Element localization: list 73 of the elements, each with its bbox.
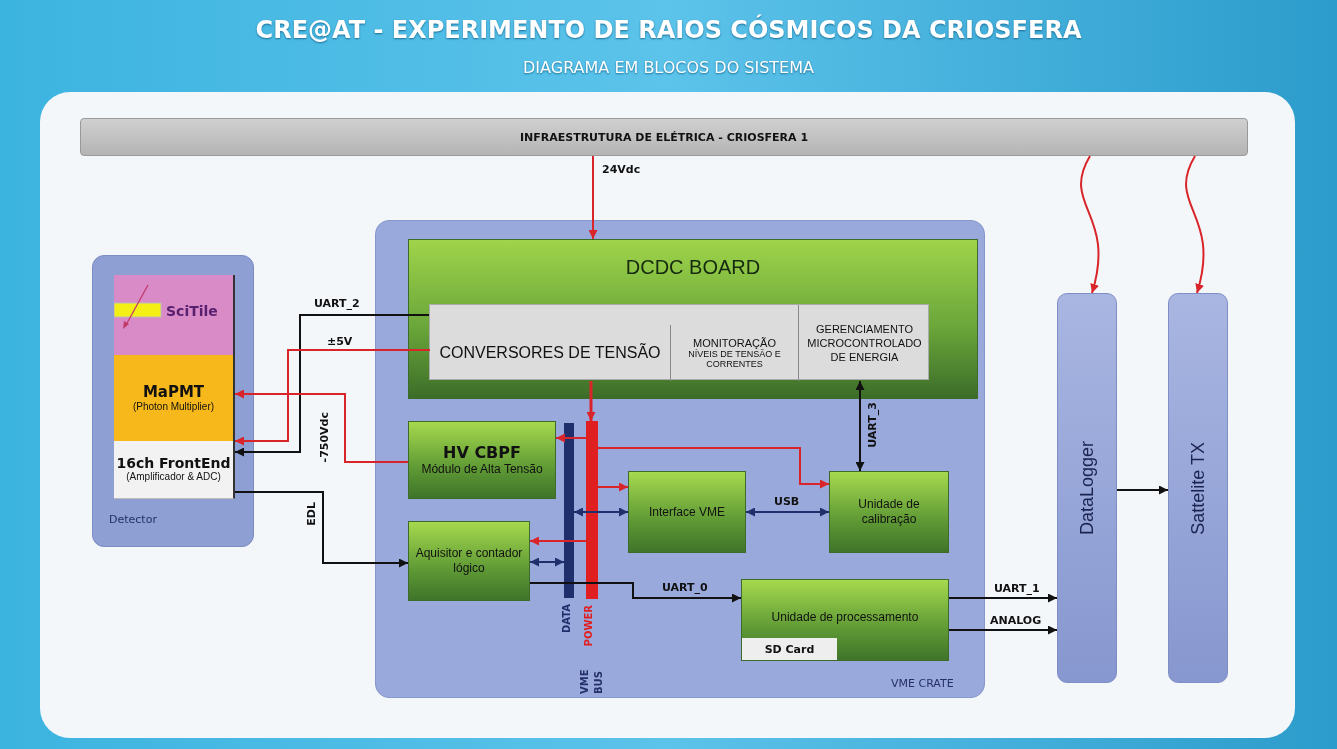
acquisition-box bbox=[408, 521, 530, 601]
edge-label: UART_3 bbox=[866, 400, 879, 450]
data-bus-label: DATA bbox=[561, 604, 572, 634]
arrow bbox=[234, 491, 409, 568]
diagram-subtitle: DIAGRAMA EM BLOCOS DO SISTEMA bbox=[522, 58, 815, 77]
arrow bbox=[1116, 485, 1169, 495]
arrow bbox=[234, 314, 430, 457]
block-heading: MONITORAÇÃO bbox=[692, 337, 777, 349]
arrow bbox=[597, 447, 830, 489]
scitile-block bbox=[114, 275, 235, 355]
component-description: (Amplificador & ADC) bbox=[126, 471, 221, 484]
processing-box bbox=[741, 579, 949, 661]
scitile-label: SciTile bbox=[166, 303, 218, 319]
edge-label: ±5V bbox=[325, 335, 355, 348]
calibration-box bbox=[829, 471, 949, 553]
component-name: MaPMT bbox=[142, 382, 205, 401]
edge-label: UART_1 bbox=[992, 582, 1042, 595]
arrow bbox=[1185, 155, 1205, 294]
arrow bbox=[555, 433, 587, 443]
component-description: Unidade de calibração bbox=[857, 497, 921, 527]
arrow bbox=[573, 507, 629, 517]
edge-label: UART_0 bbox=[660, 581, 710, 594]
edge-label: UART_2 bbox=[312, 297, 362, 310]
frontend-block bbox=[114, 441, 235, 499]
arrow bbox=[1080, 155, 1100, 294]
transmitter-column bbox=[1168, 293, 1228, 683]
converter-label: CONVERSORES DE TENSÃO bbox=[439, 344, 661, 362]
arrow bbox=[588, 155, 598, 240]
component-description: Módulo de Alta Tensão bbox=[421, 462, 543, 477]
sd-card-label: SD Card bbox=[764, 642, 815, 656]
arrow bbox=[586, 381, 596, 421]
infrastructure-label: INFRAESTRUTURA DE ELÉTRICA - CRIOSFERA 1 bbox=[519, 130, 809, 144]
column-label: DataLogger bbox=[1076, 440, 1098, 536]
arrow bbox=[948, 593, 1058, 603]
arrow bbox=[234, 349, 431, 446]
arrow bbox=[529, 582, 742, 603]
mapmt-block bbox=[114, 355, 235, 441]
hv-module-box bbox=[408, 421, 556, 499]
component-description: Unidade de processamento bbox=[771, 610, 919, 625]
power-bus-label: POWER bbox=[583, 605, 594, 647]
arrow bbox=[529, 557, 565, 567]
panel-label: Detector bbox=[109, 513, 157, 526]
arrow bbox=[597, 482, 629, 492]
arrow bbox=[855, 380, 865, 472]
arrow bbox=[948, 625, 1058, 635]
component-name: HV CBPF bbox=[443, 443, 521, 462]
component-description: Interface VME bbox=[648, 504, 726, 520]
component-description: Aquisitor e contador lógico bbox=[414, 546, 524, 576]
power-infrastructure-bar bbox=[80, 118, 1248, 156]
column-label: Sattelite TX bbox=[1187, 441, 1209, 535]
diagram-title: CRE@AT - EXPERIMENTO DE RAIOS CÓSMICOS DA CRIOSFERA bbox=[254, 16, 1083, 44]
edge-label: 24Vdc bbox=[600, 163, 643, 176]
panel-label: VME CRATE bbox=[891, 677, 954, 690]
crate-panel bbox=[375, 220, 985, 698]
edge-label: USB bbox=[772, 495, 802, 508]
datalogger-column bbox=[1057, 293, 1117, 683]
edge-label: -750Vdc bbox=[318, 410, 331, 465]
component-name: 16ch FrontEnd bbox=[116, 455, 231, 472]
sd-card-block bbox=[742, 638, 837, 660]
bus-label: VME BUS bbox=[578, 668, 605, 694]
panel bbox=[429, 304, 929, 380]
dcdc-board bbox=[408, 239, 978, 399]
board-title: DCDC BOARD bbox=[624, 256, 762, 279]
detector-panel bbox=[92, 255, 254, 547]
component-description: (Photon Multiplier) bbox=[132, 400, 215, 414]
arrow bbox=[234, 389, 409, 463]
edge-label: ANALOG bbox=[988, 614, 1044, 627]
edge-label: EDL bbox=[305, 500, 318, 528]
interface-box bbox=[628, 471, 746, 553]
block-heading: GERENCIAMENTO MICROCONTROLADO DE ENERGIA bbox=[806, 321, 923, 365]
arrow bbox=[745, 507, 830, 517]
arrow bbox=[529, 536, 587, 546]
monitor-description: NÍVEIS DE TENSÃO E CORRENTES bbox=[687, 349, 782, 369]
